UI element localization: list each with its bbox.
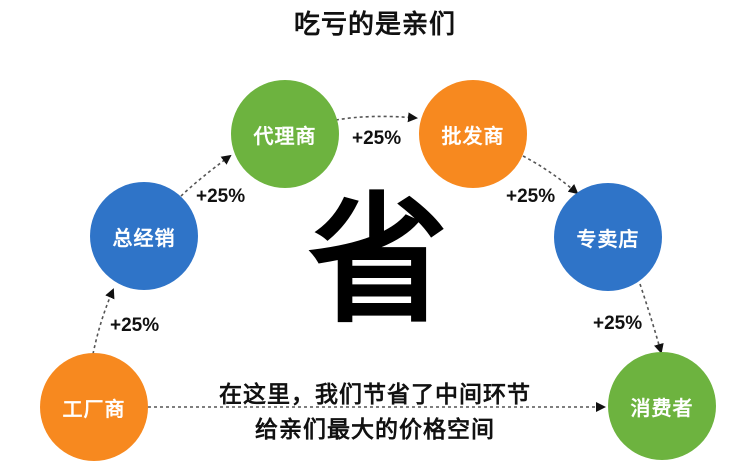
diagram-title: 吃亏的是亲们	[293, 10, 456, 40]
markup-label: +25%	[593, 313, 643, 334]
markup-label: +25%	[196, 186, 246, 207]
caption-line-2: 给亲们最大的价格空间	[255, 417, 495, 443]
markup-label: +25%	[110, 315, 160, 336]
markup-label: +25%	[506, 186, 556, 207]
node-label: 总经销	[112, 225, 176, 250]
node-label: 代理商	[253, 123, 317, 148]
node-label: 工厂商	[62, 396, 126, 421]
node-factory: 工厂商	[40, 353, 148, 461]
markup-label: +25%	[352, 128, 402, 149]
node-retail-store: 专卖店	[554, 183, 662, 291]
node-consumer: 消费者	[608, 352, 716, 460]
node-general-distributor: 总经销	[90, 182, 198, 290]
node-agent: 代理商	[231, 80, 339, 188]
caption-line-1: 在这里，我们节省了中间环节	[219, 382, 531, 408]
node-wholesaler: 批发商	[419, 80, 527, 188]
node-label: 批发商	[441, 123, 505, 148]
node-label: 消费者	[630, 395, 694, 420]
save-character: 省	[308, 180, 449, 343]
node-label: 专卖店	[576, 226, 640, 251]
